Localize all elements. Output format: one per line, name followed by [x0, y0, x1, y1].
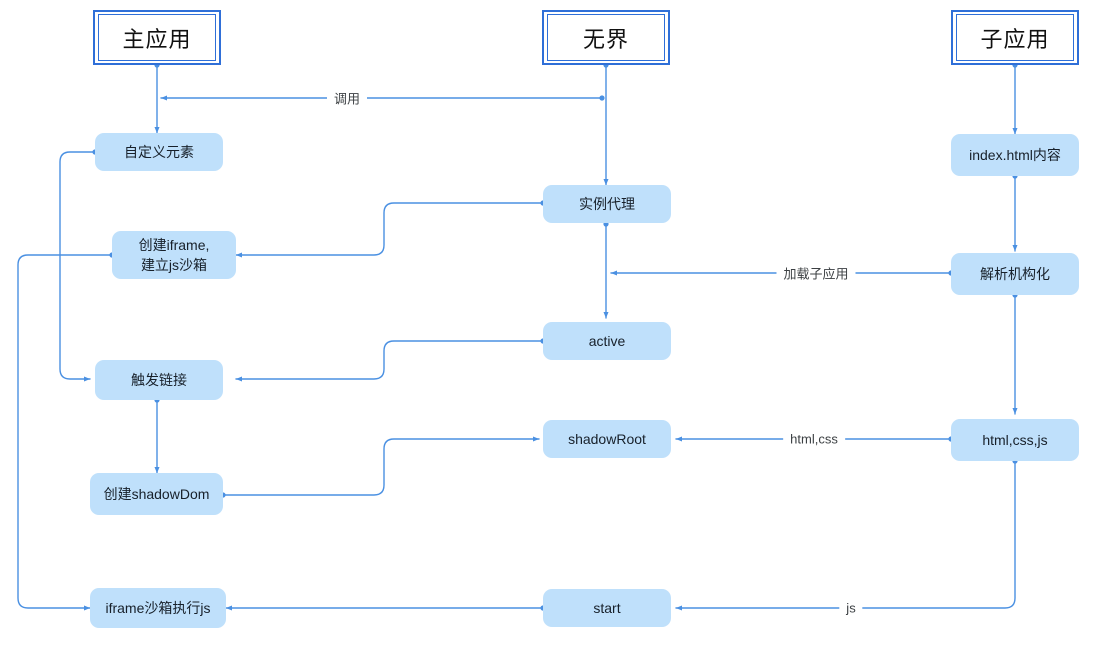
node-create-iframe[interactable]: 创建iframe, 建立js沙箱: [112, 231, 236, 279]
edge-label-load-sub-app: 加载子应用: [776, 263, 856, 283]
edge-instanceproxy-createiframe: [235, 202, 544, 258]
node-custom-element[interactable]: 自定义元素: [95, 133, 223, 171]
node-start[interactable]: start: [543, 589, 671, 627]
column-title-sub-app[interactable]: 子应用: [951, 10, 1079, 65]
node-parse-struct[interactable]: 解析机构化: [951, 253, 1079, 295]
column-title-sub-app-label: 子应用: [956, 14, 1074, 61]
edge-createshadowdom-shadowroot: [222, 436, 540, 496]
node-trigger-link-label: 触发链接: [131, 372, 187, 388]
edge-createiframe-iframeexec: [17, 254, 113, 611]
node-custom-element-label: 自定义元素: [124, 144, 194, 160]
node-index-html-label: index.html内容: [969, 147, 1061, 163]
node-iframe-exec-js-label: iframe沙箱执行js: [105, 600, 211, 616]
node-html-css-js[interactable]: html,css,js: [951, 419, 1079, 461]
column-title-main-app[interactable]: 主应用: [93, 10, 221, 65]
node-shadowroot[interactable]: shadowRoot: [543, 420, 671, 458]
edge-label-html-css: html,css: [783, 431, 845, 447]
node-create-shadowdom-label: 创建shadowDom: [103, 486, 210, 502]
node-shadowroot-label: shadowRoot: [568, 431, 646, 447]
node-html-css-js-label: html,css,js: [982, 432, 1048, 448]
node-active[interactable]: active: [543, 322, 671, 360]
node-index-html[interactable]: index.html内容: [951, 134, 1079, 176]
column-title-wujie[interactable]: 无界: [542, 10, 670, 65]
node-create-shadowdom[interactable]: 创建shadowDom: [90, 473, 223, 515]
node-trigger-link[interactable]: 触发链接: [95, 360, 223, 400]
node-start-label: start: [593, 600, 621, 616]
edge-custom-triggerlink: [59, 151, 96, 382]
node-instance-proxy-label: 实例代理: [579, 196, 635, 212]
node-instance-proxy[interactable]: 实例代理: [543, 185, 671, 223]
column-title-main-app-label: 主应用: [98, 14, 216, 61]
node-active-label: active: [588, 333, 626, 349]
edge-label-call: 调用: [326, 88, 368, 108]
edge-js: [675, 460, 1016, 611]
node-parse-struct-label: 解析机构化: [980, 266, 1050, 282]
node-iframe-exec-js[interactable]: iframe沙箱执行js: [90, 588, 226, 628]
node-create-iframe-label-line2: 建立js沙箱: [140, 257, 208, 273]
edge-active-triggerlink: [235, 340, 544, 382]
edge-label-js: js: [839, 600, 863, 616]
node-create-iframe-label: 创建iframe,: [138, 237, 210, 253]
column-title-wujie-label: 无界: [547, 14, 665, 61]
